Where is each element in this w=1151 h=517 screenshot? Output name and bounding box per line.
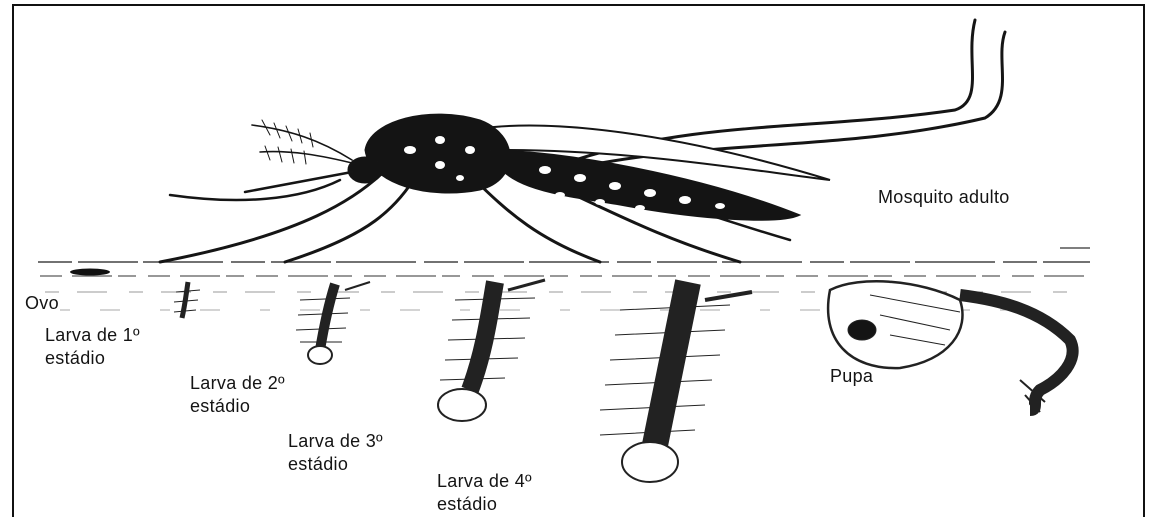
pupa-shape — [828, 281, 1073, 412]
label-egg: Ovo — [25, 292, 59, 315]
label-larva-1: Larva de 1º estádio — [45, 324, 140, 370]
label-larva-2-line-2: estádio — [190, 395, 285, 418]
larva-3-shape — [438, 280, 545, 421]
egg-shape — [70, 269, 110, 276]
adult-mosquito — [160, 20, 1005, 262]
label-egg-line-1: Ovo — [25, 292, 59, 315]
label-larva-3-line-1: Larva de 3º — [288, 430, 383, 453]
label-larva-4-line-2: estádio — [437, 493, 532, 516]
label-adult: Mosquito adulto — [878, 186, 1010, 209]
larva-1-shape — [174, 282, 200, 318]
label-larva-1-line-1: Larva de 1º — [45, 324, 140, 347]
label-pupa-line-1: Pupa — [830, 365, 873, 388]
label-larva-1-line-2: estádio — [45, 347, 140, 370]
label-adult-line-1: Mosquito adulto — [878, 186, 1010, 209]
larva-2-shape — [296, 282, 370, 364]
larva-4-shape — [600, 282, 752, 482]
label-larva-2: Larva de 2º estádio — [190, 372, 285, 418]
label-larva-4-line-1: Larva de 4º — [437, 470, 532, 493]
label-larva-3: Larva de 3º estádio — [288, 430, 383, 476]
label-pupa: Pupa — [830, 365, 873, 388]
label-larva-4: Larva de 4º estádio — [437, 470, 532, 516]
label-larva-3-line-2: estádio — [288, 453, 383, 476]
label-larva-2-line-1: Larva de 2º — [190, 372, 285, 395]
